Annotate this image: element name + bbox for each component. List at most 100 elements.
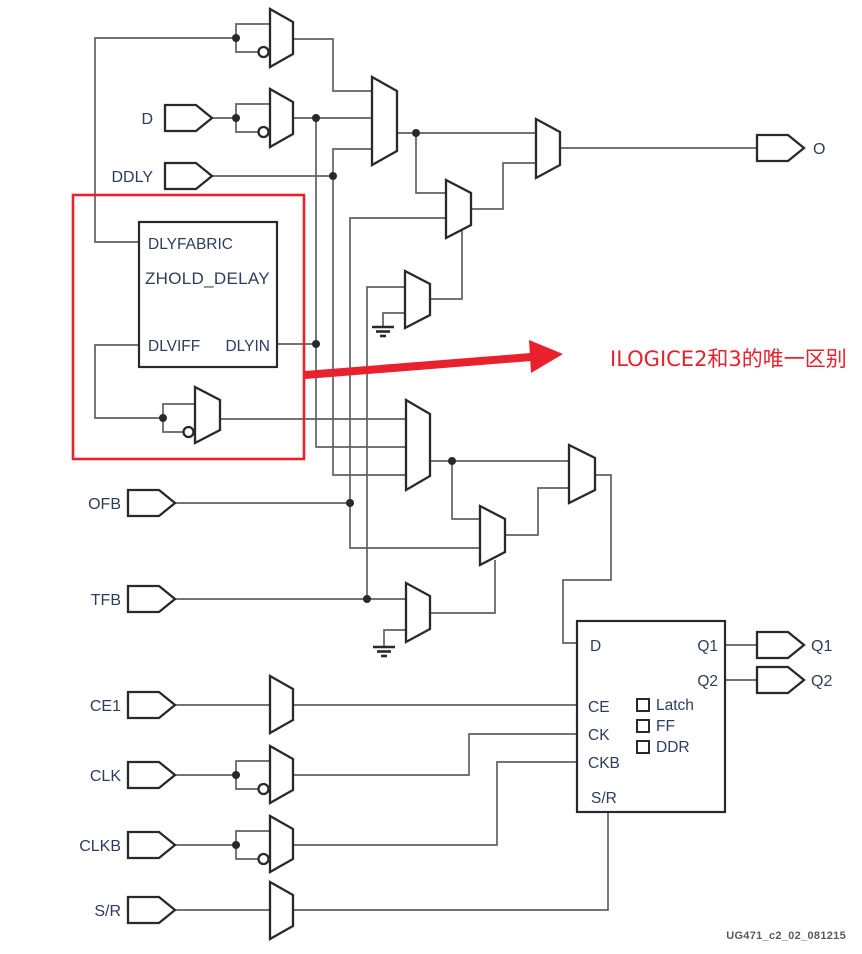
- mux-o-path-final: [534, 117, 562, 180]
- wire-clk-out: [293, 733, 577, 776]
- wire-dlyfabric-to-mux1: [94, 37, 236, 243]
- mux-ff-path-stage2: [478, 504, 507, 567]
- zhold-pin-dlviff: DLVIFF: [148, 338, 200, 355]
- junction-ddly: [329, 172, 337, 180]
- mux-tfb-gnd-upper: [403, 269, 432, 330]
- ff-box: [575, 619, 727, 814]
- junction-bigmux-out: [412, 129, 420, 137]
- wire-ddly-down: [332, 176, 406, 476]
- ff-pin-ce: CE: [588, 699, 610, 716]
- zhold-pin-dlyin: DLYIN: [225, 338, 270, 355]
- input-pad-clk: [126, 760, 177, 790]
- input-pad-ddly: [163, 161, 214, 191]
- junction-d: [232, 114, 240, 122]
- mux-top-invert: [268, 7, 295, 69]
- wire-ugnd-stem: [382, 312, 405, 327]
- junction-tfb: [363, 595, 371, 603]
- inverter-bubble-mux1: [257, 45, 270, 59]
- output-pad-q2: [755, 665, 806, 695]
- wire-lgndmux-out: [430, 560, 496, 614]
- junction-dots: [159, 34, 456, 849]
- wire-mux3-out: [471, 162, 536, 210]
- label-clk: CLK: [90, 768, 121, 785]
- label-d: D: [141, 111, 153, 128]
- mux-o-path-stage1: [370, 75, 399, 167]
- annotation-arrow-head-icon: [529, 340, 563, 373]
- ground-upper-icon: [372, 325, 394, 338]
- annotation-note: ILOGICE2和3的唯一区别: [610, 347, 847, 371]
- junction-dlviff: [159, 414, 167, 422]
- input-pad-ofb: [126, 488, 177, 518]
- highlight-rectangle: [71, 193, 306, 461]
- label-tfb: TFB: [91, 592, 121, 609]
- wire-bigmux-branch: [415, 133, 446, 194]
- mux-o-path-stage2: [444, 178, 473, 240]
- zhold-pin-dlyfabric: DLYFABRIC: [148, 236, 233, 253]
- wire-mux4-branch: [451, 461, 480, 520]
- inverter-bubble-clkmux: [257, 782, 270, 796]
- label-ce1: CE1: [90, 698, 121, 715]
- junction-dlyin: [312, 340, 320, 348]
- mux-tfb-gnd-lower: [404, 581, 432, 644]
- label-q1: Q1: [811, 638, 832, 655]
- wire-clkb-out: [293, 761, 577, 846]
- wire-ugndmux-out: [430, 228, 463, 300]
- io-pads: [126, 103, 806, 925]
- mux-clk-invert: [268, 744, 295, 805]
- wire-mux1-out: [293, 38, 372, 92]
- label-q2: Q2: [811, 673, 832, 690]
- mux-ff-path-stage1: [404, 397, 432, 493]
- annotation-arrow-shaft: [304, 353, 532, 379]
- wire-mux5-out: [505, 487, 569, 536]
- wire-ofb-up: [349, 217, 446, 503]
- wire-ofb-down: [349, 503, 480, 549]
- wire-tfb-riser: [366, 286, 405, 599]
- wires: [94, 23, 757, 911]
- input-pad-tfb: [126, 584, 177, 614]
- label-ofb: OFB: [88, 496, 121, 513]
- ground-lower-icon: [373, 645, 395, 658]
- mux-d-invert: [268, 87, 295, 149]
- zhold-delay-box: [137, 220, 279, 369]
- label-sr: S/R: [94, 903, 121, 920]
- wire-dlviff: [94, 344, 163, 419]
- mode-label-ff: FF: [656, 718, 675, 735]
- zhold-title: ZHOLD_DELAY: [145, 269, 270, 288]
- input-pad-sr: [126, 895, 177, 925]
- inverter-bubble-clkbmux: [257, 852, 270, 866]
- inverter-bubble-zholdmux: [182, 425, 195, 439]
- mode-label-ddr: DDR: [656, 739, 690, 756]
- checkbox-latch: [636, 698, 650, 712]
- junction-mux1: [232, 34, 240, 42]
- output-pad-q1: [755, 630, 806, 660]
- label-o: O: [813, 141, 825, 158]
- wire-lgnd-stem: [383, 629, 406, 647]
- ff-pin-q2: Q2: [697, 673, 718, 690]
- junction-clk: [232, 771, 240, 779]
- wire-ddly-up: [332, 148, 372, 176]
- mode-label-latch: Latch: [656, 697, 694, 714]
- wire-sr-out: [293, 812, 609, 911]
- muxes: [182, 7, 597, 941]
- ff-pin-ckb: CKB: [588, 755, 620, 772]
- wire-ff-d: [562, 474, 612, 644]
- output-pad-o: [755, 133, 806, 163]
- ff-pin-d: D: [590, 638, 601, 655]
- input-pad-d: [163, 103, 214, 133]
- ff-pin-ck: CK: [588, 727, 610, 744]
- junction-ofb: [346, 499, 354, 507]
- label-clkb: CLKB: [79, 838, 121, 855]
- mux-sr: [268, 880, 295, 941]
- wire-d-riser: [315, 118, 406, 448]
- junction-clkb: [232, 841, 240, 849]
- mux-zhold-invert: [193, 385, 222, 445]
- checkbox-ddr: [636, 740, 650, 754]
- port-labels: D DDLY OFB TFB CE1 CLK CLKB S/R O Q1 Q2: [79, 111, 832, 920]
- figure-caption: UG471_c2_02_081215: [726, 930, 846, 942]
- ff-pin-q1: Q1: [697, 638, 718, 655]
- junction-mux4-out: [448, 457, 456, 465]
- input-pad-ce1: [126, 690, 177, 720]
- zhold-delay-block: DLYFABRIC ZHOLD_DELAY DLVIFF DLYIN: [137, 220, 279, 369]
